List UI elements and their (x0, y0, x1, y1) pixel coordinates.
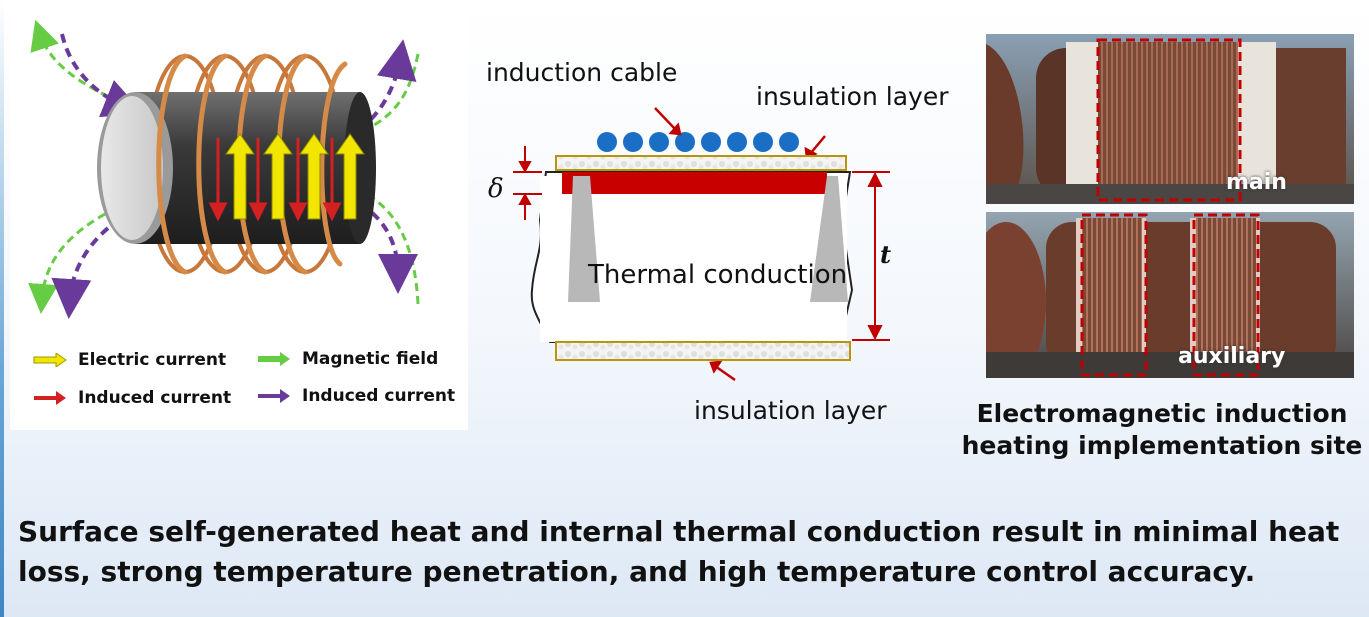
left-accent-rail (0, 0, 4, 617)
legend-induced-current-purple: Induced current (256, 386, 455, 406)
main-label: main (1226, 170, 1287, 195)
electric-current-arrow (225, 133, 365, 220)
magnetic-field-line (30, 19, 121, 104)
legend-label: Electric current (78, 350, 227, 370)
insulation-layer-top-label: insulation layer (756, 82, 949, 111)
legend-electric-current: Electric current (32, 350, 226, 370)
cross-section-drawing (513, 107, 890, 382)
delta-symbol: δ (488, 174, 504, 204)
red-arrow-icon (34, 391, 66, 405)
conclusion-line1: Surface self-generated heat and internal… (18, 515, 1340, 548)
induced-current-line (51, 217, 122, 319)
induction-cable-dots (597, 132, 799, 152)
auxiliary-heating-photo: auxiliary (986, 212, 1354, 378)
legend-induced-current-red: Induced current (32, 388, 231, 408)
auxiliary-label: auxiliary (1178, 344, 1286, 369)
induced-current-line (60, 33, 144, 118)
cross-section-diagram: induction cable insulation layer Thermal… (480, 50, 960, 440)
site-caption-line1: Electromagnetic induction (976, 399, 1348, 428)
green-arrow-icon (258, 352, 290, 366)
induced-current-arrow (208, 137, 342, 222)
conclusion-line2: loss, strong temperature penetration, an… (18, 555, 1256, 588)
legend-label: Induced current (78, 388, 232, 408)
legend-label: Magnetic field (302, 349, 439, 369)
induction-cable-label: induction cable (486, 58, 678, 87)
site-caption-line2: heating implementation site (961, 431, 1363, 460)
insulation-layer-bottom-label: insulation layer (694, 396, 887, 425)
legend-magnetic-field: Magnetic field (256, 349, 438, 369)
main-heating-photo: main (986, 34, 1354, 204)
auxiliary-heating-photo-art (986, 212, 1354, 378)
yellow-arrow-icon (33, 353, 67, 367)
main-heating-photo-art (986, 34, 1354, 204)
conclusion-text: Surface self-generated heat and internal… (18, 512, 1363, 592)
magnetic-field-line (28, 212, 106, 314)
induction-coil-illustration: Electric current Magnetic field Induced … (10, 14, 468, 430)
legend-label: Induced current (302, 386, 456, 406)
thermal-conduction-label: Thermal conduction (588, 260, 848, 290)
thickness-symbol: t (880, 240, 892, 269)
site-caption: Electromagnetic induction heating implem… (955, 398, 1369, 462)
coil-cylinder-drawing (28, 19, 420, 319)
purple-arrow-icon (258, 389, 290, 403)
